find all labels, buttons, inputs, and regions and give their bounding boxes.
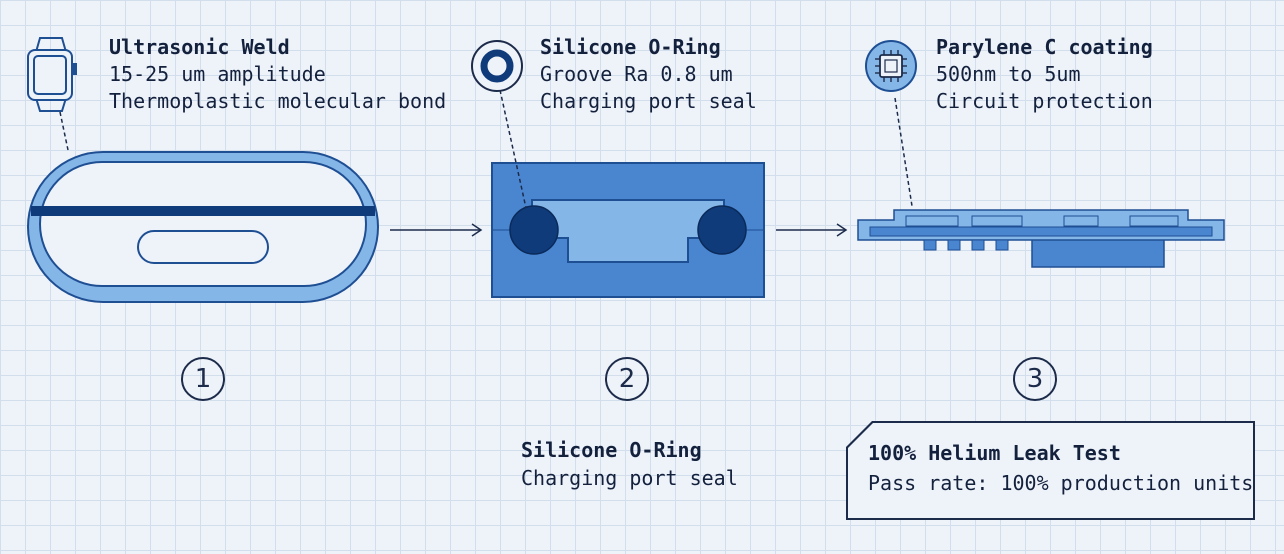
stage-1-line-1: 15-25 um amplitude: [109, 62, 326, 86]
leader-line-3: [894, 97, 913, 207]
o-ring-note-title: Silicone O-Ring: [521, 438, 702, 462]
leak-test-title: 100% Helium Leak Test: [868, 441, 1121, 465]
leader-line-1: [59, 111, 69, 151]
stage-1-title: Ultrasonic Weld: [109, 35, 290, 59]
arrow-1: [390, 223, 483, 237]
charging-port: [137, 230, 269, 264]
o-ring-right: [697, 205, 747, 255]
stage-2-line-2: Charging port seal: [540, 89, 757, 113]
o-ring-note-line-1: Charging port seal: [521, 466, 738, 490]
leak-test-callout: [846, 421, 1255, 520]
stage-2-line-1: Groove Ra 0.8 um: [540, 62, 733, 86]
step-3-badge: 3: [1013, 357, 1057, 401]
step-1-badge: 1: [181, 357, 225, 401]
stage-3-line-2: Circuit protection: [936, 89, 1153, 113]
watch-icon: [27, 37, 77, 112]
o-ring-left: [509, 205, 559, 255]
stage-2-label: Silicone O-Ring Groove Ra 0.8 um Chargin…: [540, 34, 757, 115]
o-ring-icon: [471, 40, 523, 92]
weld-seam: [31, 206, 375, 216]
o-ring-cross-section: [491, 162, 765, 298]
leak-test-line-1: Pass rate: 100% production units: [868, 471, 1254, 495]
step-2-badge: 2: [605, 357, 649, 401]
stage-1-line-2: Thermoplastic molecular bond: [109, 89, 447, 113]
o-ring-note: Silicone O-Ring Charging port seal: [521, 436, 738, 492]
stage-2-title: Silicone O-Ring: [540, 35, 721, 59]
stage-1-label: Ultrasonic Weld 15-25 um amplitude Therm…: [109, 34, 446, 115]
stage-3-label: Parylene C coating 500nm to 5um Circuit …: [936, 34, 1153, 115]
leader-line-2: [499, 89, 527, 209]
weld-housing: [27, 151, 379, 303]
leak-test-text: 100% Helium Leak Test Pass rate: 100% pr…: [868, 438, 1253, 498]
stage-3-line-1: 500nm to 5um: [936, 62, 1081, 86]
chip-icon: [865, 40, 917, 92]
coated-pcb: [857, 209, 1225, 268]
stage-3-title: Parylene C coating: [936, 35, 1153, 59]
arrow-2: [776, 223, 848, 237]
